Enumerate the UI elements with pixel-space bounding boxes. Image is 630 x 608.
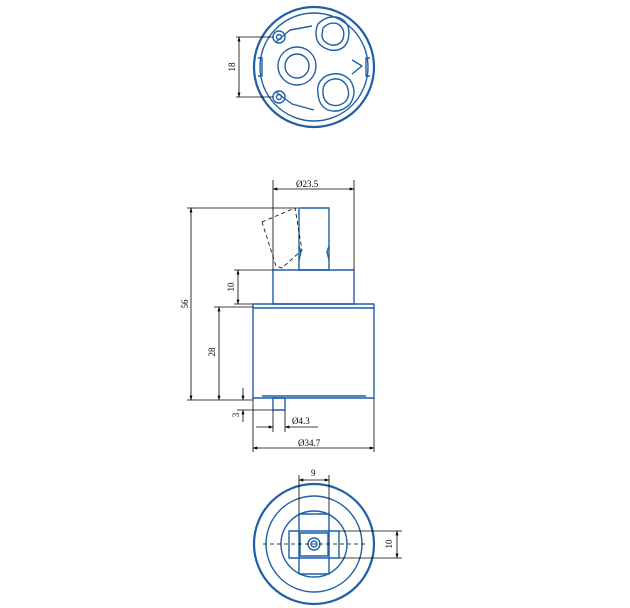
stem — [298, 207, 330, 271]
stem-groove-right — [326, 245, 330, 261]
upper-housing — [272, 269, 355, 305]
top-view: 18 — [227, 5, 376, 129]
dim-slot-10-label: 10 — [384, 539, 394, 549]
top-view-inner-ring — [259, 12, 369, 122]
main-housing — [252, 303, 375, 399]
stem-groove-left — [298, 245, 302, 261]
dim-28-label: 28 — [207, 347, 217, 357]
top-view-upper-port-outer — [315, 16, 350, 51]
bottom-view-center-hole-inner — [310, 540, 318, 548]
top-view-lower-port-inner — [322, 78, 350, 107]
top-view-left-notch — [258, 57, 263, 77]
bottom-view-slot — [288, 530, 340, 559]
dim-56-label: 56 — [180, 299, 190, 309]
top-view-hole-upper-inner — [275, 33, 283, 41]
dim-9-label: 9 — [311, 468, 316, 478]
top-view-left-port-outer — [277, 46, 317, 86]
dim-23-5-label: Ø23.5 — [296, 179, 319, 189]
dim-10-label: 10 — [226, 282, 236, 292]
dim-3-label: 3 — [231, 412, 241, 417]
stem-tilted-position — [261, 207, 303, 269]
top-view-hole-upper — [272, 30, 286, 44]
top-view-hole-lower-inner — [275, 93, 283, 101]
top-view-left-port-inner — [284, 53, 310, 79]
side-view: Ø23.5 56 10 28 3 Ø4.3 Ø34.7 — [180, 179, 375, 452]
locating-pin — [272, 397, 286, 411]
bottom-view: 9 10 — [252, 468, 402, 606]
dim-4-3-label: Ø4.3 — [292, 416, 310, 426]
bottom-view-outer-ring — [252, 482, 376, 606]
top-view-right-notch — [365, 57, 370, 77]
bottom-view-slot-inner — [299, 532, 329, 557]
dim-34-7-label: Ø34.7 — [298, 438, 321, 448]
top-view-outer-ring — [252, 5, 376, 129]
top-view-lower-port-outer — [316, 73, 355, 112]
top-view-upper-port-inner — [321, 22, 345, 46]
dim-18-label: 18 — [227, 62, 237, 72]
